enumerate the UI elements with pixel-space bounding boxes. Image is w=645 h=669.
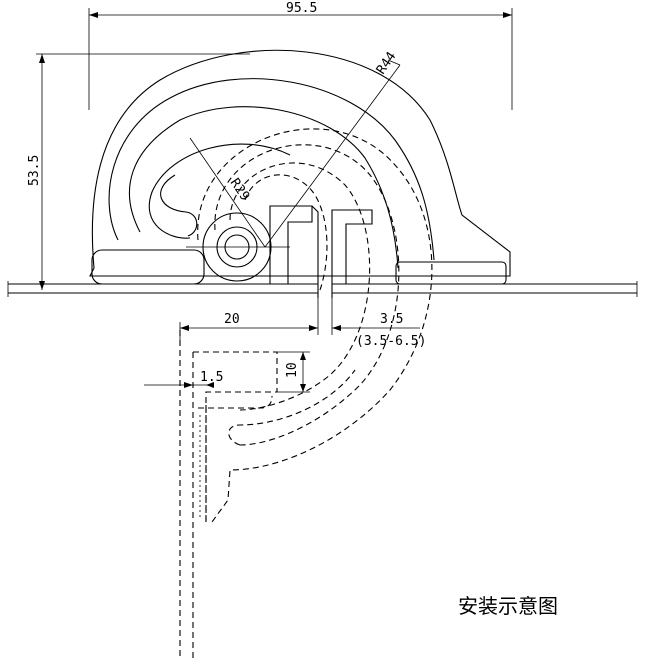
overall-height-label: 53.5	[27, 155, 42, 186]
hinge-body-open-dashed	[192, 128, 433, 523]
dimension-overall-height: 53.5	[27, 53, 250, 290]
hinge-body-closed	[89, 49, 511, 285]
pivot-pin	[186, 212, 290, 282]
dimension-depth: 10	[277, 351, 310, 393]
caption-title: 安装示意图	[458, 594, 558, 618]
door-panel	[179, 330, 194, 660]
offset-20-label: 20	[224, 312, 240, 327]
dimension-thickness: 1.5	[144, 370, 223, 388]
overall-width-label: 95.5	[286, 1, 317, 16]
gap-range-label: (3.5-6.5)	[356, 334, 426, 349]
dimension-overall-width: 95.5	[88, 1, 513, 110]
dimension-offset: 20 3.5 (3.5-6.5)	[179, 298, 426, 349]
thickness-label: 1.5	[200, 370, 223, 385]
depth-10-label: 10	[285, 362, 300, 378]
gap-value-label: 3.5	[380, 312, 403, 327]
